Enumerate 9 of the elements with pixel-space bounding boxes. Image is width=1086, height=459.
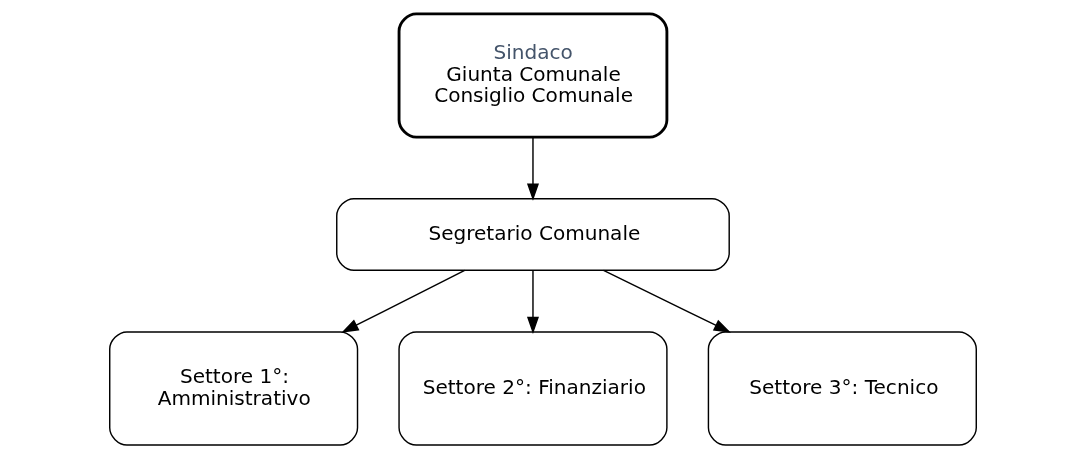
node-box: Settore 2°: Finanziario xyxy=(398,331,668,446)
arrow xyxy=(341,269,466,333)
node-box: Settore 1°: Amministrativo xyxy=(109,331,359,446)
node-box: Sindaco Giunta Comunale Consiglio Comunale xyxy=(397,12,669,139)
arrow xyxy=(526,269,539,334)
arrow xyxy=(526,136,539,201)
node-box: Segretario Comunale xyxy=(336,198,730,272)
arrow xyxy=(602,269,731,333)
node-box: Settore 3°: Tecnico xyxy=(707,331,977,446)
